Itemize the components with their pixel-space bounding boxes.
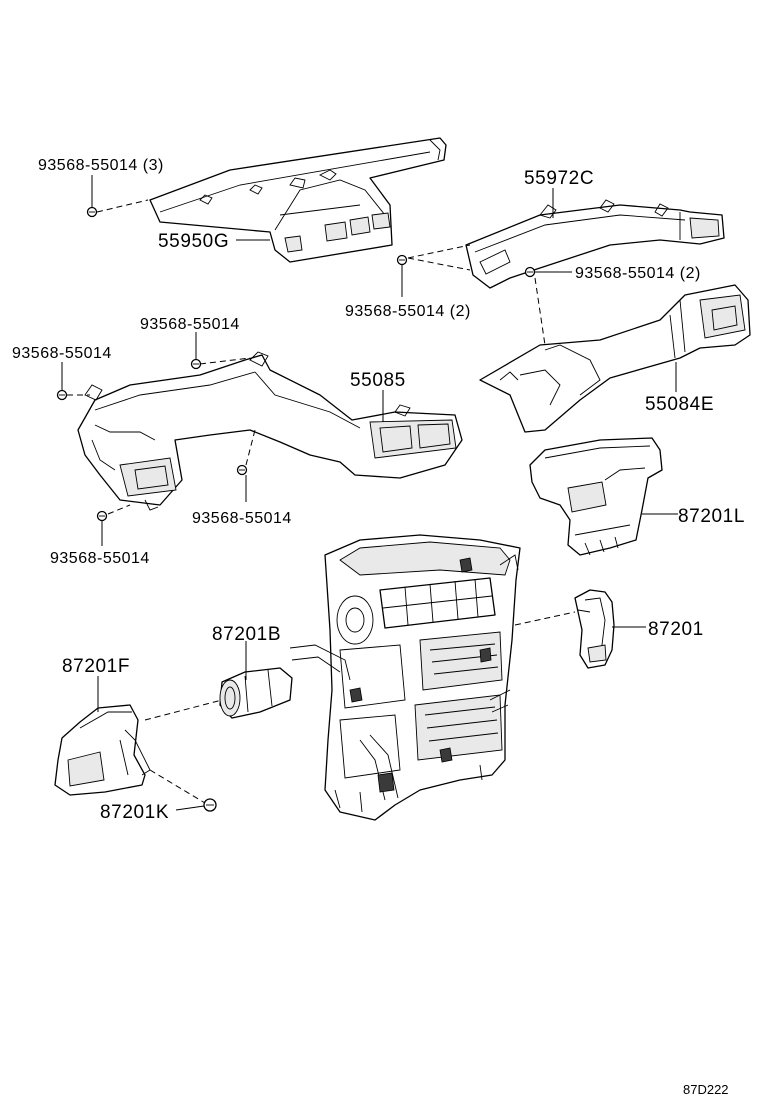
label-87201l: 87201L: [678, 506, 745, 527]
part-55085-duct[interactable]: [77, 351, 463, 511]
label-87201b: 87201B: [212, 624, 281, 645]
label-87201f: 87201F: [62, 656, 130, 677]
bolt-icons: [56, 206, 536, 812]
label-87201: 87201: [648, 619, 704, 640]
label-bolt-93568-55014-3: 93568-55014 (3): [38, 157, 164, 174]
bolt-icon: [56, 389, 68, 401]
bolt-icon: [236, 464, 248, 476]
part-87201b-duct[interactable]: [219, 667, 293, 719]
bolt-icon: [86, 206, 98, 218]
bolt-icon: [396, 254, 408, 266]
part-55084e-duct[interactable]: [479, 284, 751, 433]
label-bolt-93568-55014-b: 93568-55014: [12, 345, 112, 362]
part-87201-duct[interactable]: [574, 589, 615, 669]
label-55950g: 55950G: [158, 231, 229, 252]
assembly-lines: [67, 199, 576, 804]
label-bolt-93568-55014-a: 93568-55014: [140, 316, 240, 333]
leader-lines: [61, 175, 678, 811]
bolt-icon: [96, 510, 108, 522]
label-55972c: 55972C: [524, 168, 594, 189]
part-labels: 93568-55014 (3) 55972C 55950G 93568-5501…: [12, 157, 745, 1097]
bolt-icon: [203, 798, 217, 812]
label-55085: 55085: [350, 370, 406, 391]
label-bolt-93568-55014-d: 93568-55014: [50, 550, 150, 567]
figure-code: 87D222: [683, 1082, 729, 1097]
part-87201f-duct[interactable]: [54, 704, 151, 796]
bolt-icon: [190, 358, 202, 370]
label-bolt-93568-55014-c: 93568-55014: [192, 510, 292, 527]
part-87201l-duct[interactable]: [529, 437, 663, 556]
label-55084e: 55084E: [645, 394, 714, 415]
bolt-icon: [524, 266, 536, 278]
part-55950g-duct[interactable]: [149, 137, 447, 263]
heater-unit-assembly: [289, 534, 521, 821]
label-bolt-93568-55014-2-right: 93568-55014 (2): [575, 265, 701, 282]
label-87201k: 87201K: [100, 802, 169, 823]
label-bolt-93568-55014-2-left: 93568-55014 (2): [345, 303, 471, 320]
